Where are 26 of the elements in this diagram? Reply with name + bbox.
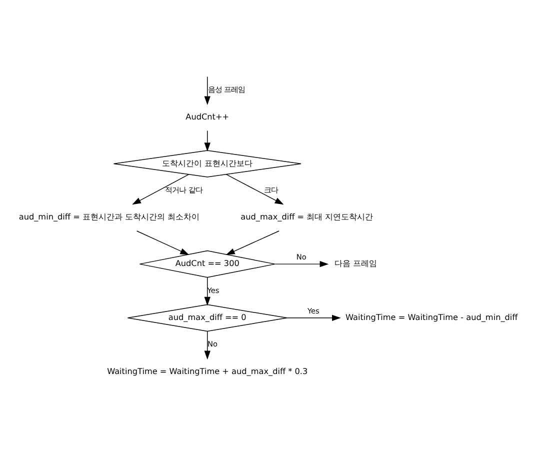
- node-diamond: AudCnt == 300: [139, 250, 276, 278]
- arrow: [136, 230, 190, 254]
- node-text: aud_min_diff = 표현시간과 도착시간의 최소차이: [18, 211, 200, 222]
- arrow: [204, 76, 210, 105]
- node-text: WaitingTime = WaitingTime - aud_min_diff: [346, 311, 518, 322]
- edge-label: 크다: [264, 185, 278, 194]
- node-diamond: aud_max_diff == 0: [127, 304, 288, 332]
- node-text: WaitingTime = WaitingTime + aud_max_diff * 0.3: [107, 365, 308, 376]
- arrow: [132, 174, 190, 204]
- arrow: [204, 276, 210, 306]
- node-text: AudCnt++: [186, 110, 230, 121]
- node-diamond: 도착시간이 표현시간보다: [113, 150, 302, 177]
- edge-label: 적거나 같다: [165, 185, 202, 194]
- edge-label: Yes: [307, 306, 320, 315]
- edge-label: Yes: [207, 285, 220, 294]
- edge-label: No: [296, 252, 306, 262]
- arrow: [226, 174, 284, 204]
- node-text: 다음 프레임: [334, 258, 377, 268]
- arrow: [274, 260, 329, 267]
- arrow: [286, 314, 341, 321]
- edge-label: No: [208, 339, 218, 348]
- arrow: [204, 330, 210, 360]
- arrow: [204, 130, 210, 151]
- arrow: [226, 230, 280, 254]
- node-text: aud_max_diff = 최대 지연도착시간: [240, 211, 374, 222]
- edge-label: 음성 프레임: [208, 84, 246, 94]
